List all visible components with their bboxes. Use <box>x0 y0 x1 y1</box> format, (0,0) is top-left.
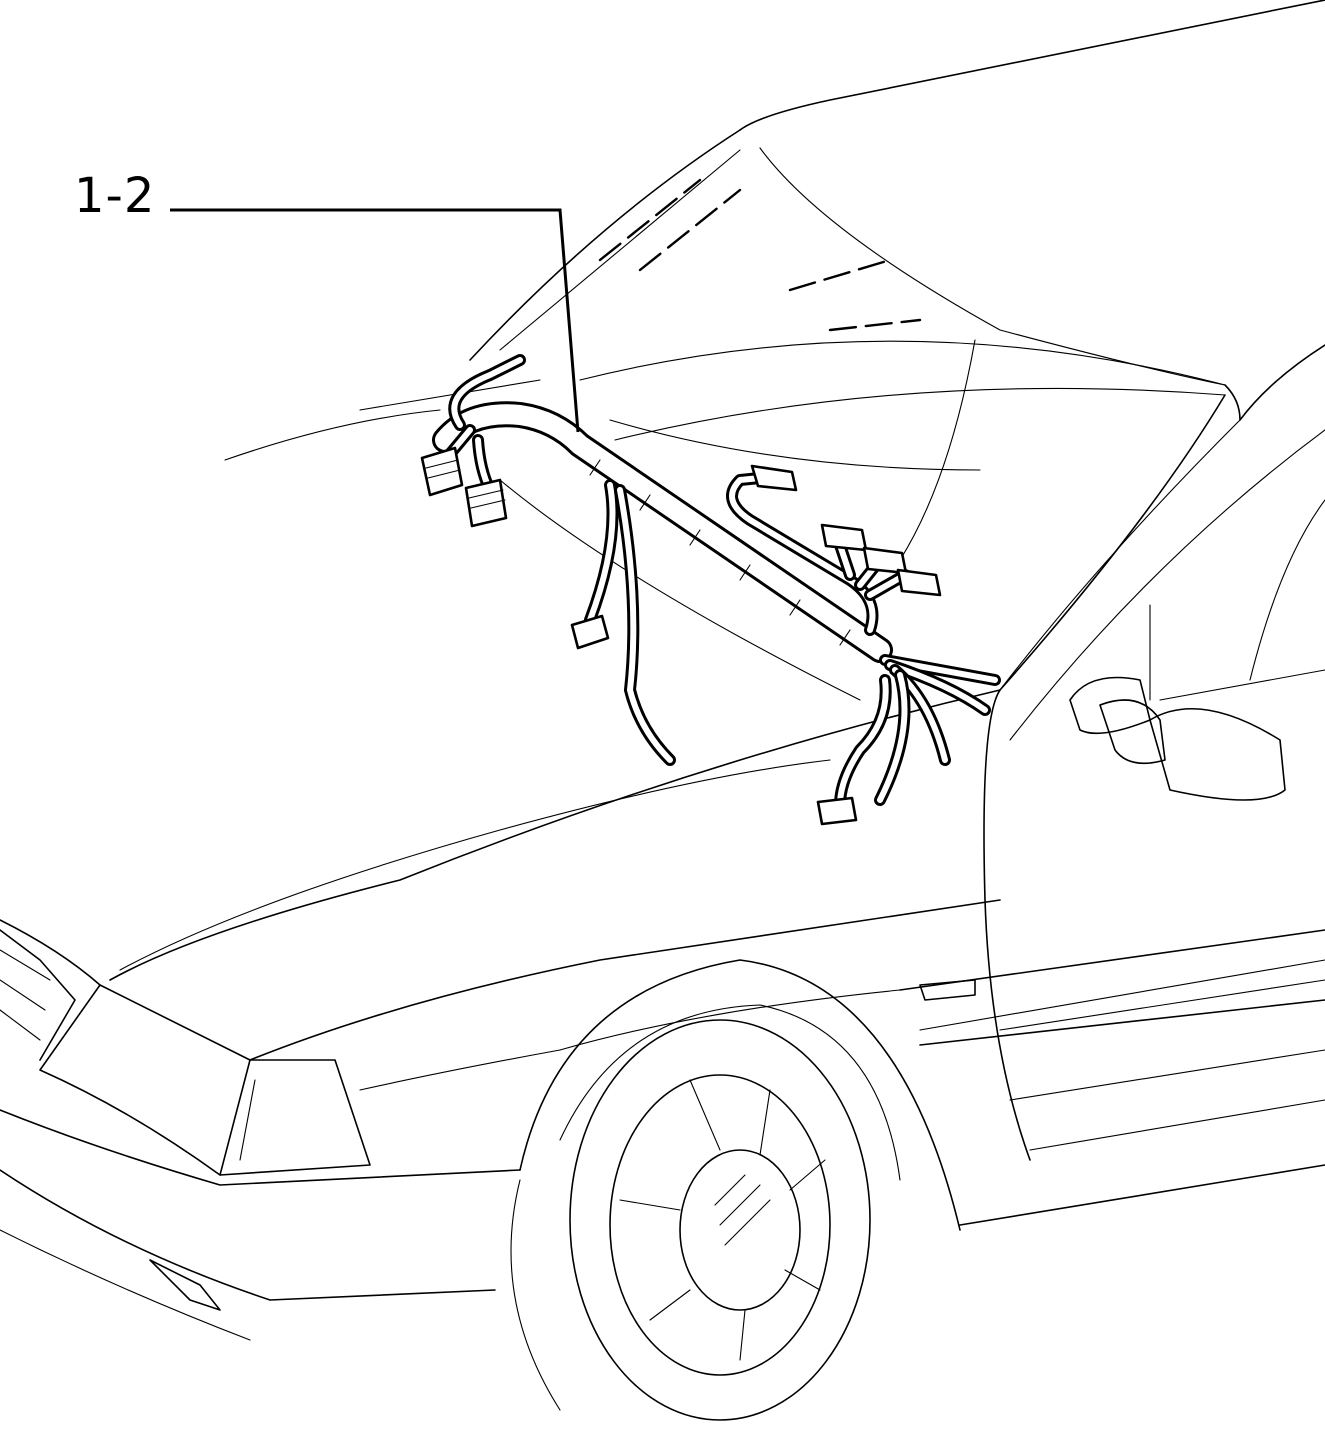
hood <box>109 387 1226 981</box>
fender-and-side <box>249 419 1325 1226</box>
callout-leader-line <box>170 208 580 433</box>
side-mirror <box>1069 604 1325 801</box>
front-fascia <box>0 919 521 1341</box>
wiring-harness <box>420 354 1001 826</box>
front-wheel <box>510 959 961 1421</box>
callout-label: 1-2 <box>74 168 156 224</box>
roof-and-windshield <box>359 0 1325 561</box>
